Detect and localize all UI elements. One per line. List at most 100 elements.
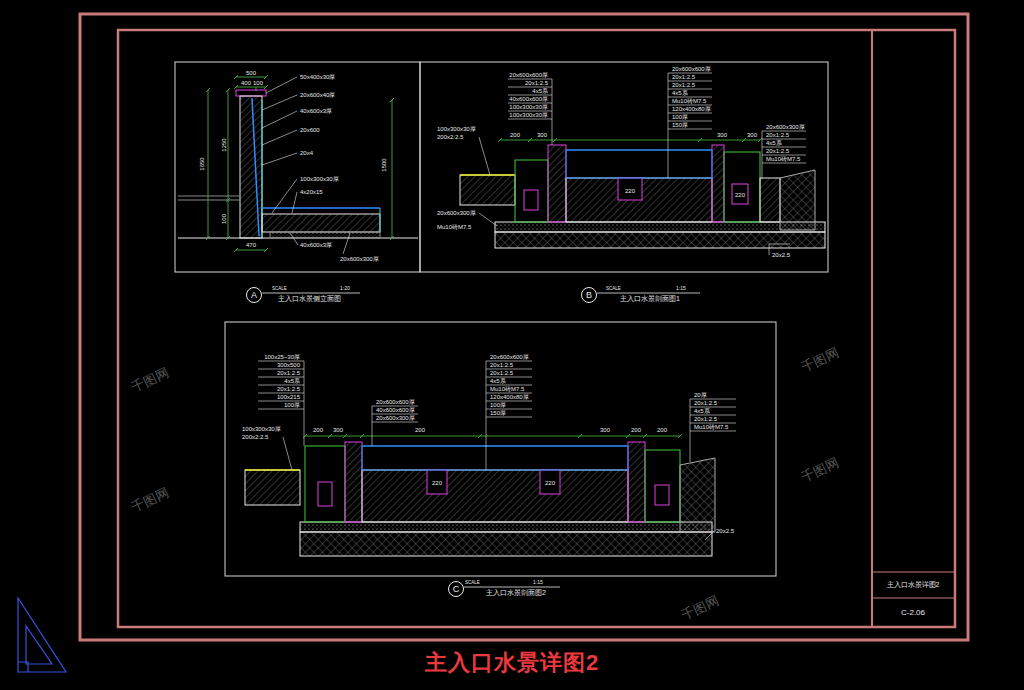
material-callout: 20x2.5 <box>772 252 790 258</box>
material-callout: 100厚 <box>284 402 300 408</box>
view-letter: C <box>453 585 460 594</box>
material-callout: 20x600x300厚 <box>340 256 379 262</box>
material-callout: 40x600x600厚 <box>509 96 548 102</box>
dimension: 300 <box>717 132 727 138</box>
material-callout: 20x1:2.5 <box>277 386 300 392</box>
scale-label: SCALE <box>465 581 480 586</box>
watermark: 千图网 <box>800 346 841 374</box>
view-title: 主入口水景侧立面图 <box>278 295 341 302</box>
watermark: 千图网 <box>130 366 171 394</box>
material-callout: 150厚 <box>672 122 688 128</box>
dimension: 100 <box>221 214 227 224</box>
material-callout: 4x5系 <box>766 140 782 146</box>
material-callout: 20x1:2.5 <box>490 362 513 368</box>
dimension: 200 <box>510 132 520 138</box>
dimension: 300 <box>537 132 547 138</box>
dimension: 200 <box>657 427 667 433</box>
material-callout: 20x600x300厚 <box>437 210 476 216</box>
material-callout: 20x600x300厚 <box>766 124 805 130</box>
view-callout-circle: C <box>448 581 464 597</box>
sheet-frame <box>80 14 968 640</box>
ucs-icon <box>18 598 66 672</box>
material-callout: 4x5系 <box>694 408 710 414</box>
material-callout: 20x1:2.5 <box>490 370 513 376</box>
section-c <box>245 361 736 556</box>
dimension: 400 <box>241 80 251 86</box>
scale-value: 1:20 <box>340 286 350 291</box>
material-callout: 4x5系 <box>284 378 300 384</box>
view-letter: A <box>251 291 257 300</box>
material-callout: 20x1:2.5 <box>277 370 300 376</box>
caption-rule <box>262 293 700 587</box>
material-callout: 20x1:2.5 <box>766 148 789 154</box>
view-title: 主入口水景剖面图1 <box>620 295 680 302</box>
view-title: 主入口水景剖面图2 <box>486 589 546 596</box>
material-callout: 20x600x40厚 <box>300 92 335 98</box>
material-callout: 100x215 <box>277 394 300 400</box>
scale-value: 1:15 <box>533 580 543 585</box>
scale-label: SCALE <box>606 287 621 292</box>
dimension: 100 <box>253 80 263 86</box>
material-callout: 100x300x30厚 <box>242 426 281 432</box>
material-callout: 300x500 <box>277 362 300 368</box>
material-callout: 4x5系 <box>672 90 688 96</box>
scale-value: 1:15 <box>676 286 686 291</box>
scale-label: SCALE <box>272 287 287 292</box>
material-callout: 100厚 <box>490 402 506 408</box>
dimension: 300 <box>747 132 757 138</box>
material-callout: 20x4 <box>300 150 313 156</box>
material-callout: 100x300x30厚 <box>509 104 548 110</box>
material-callout: 40x600x600厚 <box>376 407 415 413</box>
title-block-name: 主入口水景详图2 <box>887 581 940 588</box>
material-callout: 200x2:2.5 <box>437 134 463 140</box>
view-callout-circle: B <box>581 287 597 303</box>
dimension: 200 <box>631 427 641 433</box>
material-callout: 20x600x600厚 <box>490 354 529 360</box>
view-letter: B <box>586 291 592 300</box>
material-callout: 20x600x600厚 <box>376 399 415 405</box>
material-callout: 20x600x600厚 <box>672 66 711 72</box>
dimension: 300 <box>333 427 343 433</box>
material-callout: Mu10砖M7.5 <box>766 156 800 162</box>
material-callout: 50x400x30厚 <box>300 74 335 80</box>
material-callout: 150厚 <box>490 410 506 416</box>
material-callout: 40x600x3厚 <box>300 242 332 248</box>
material-callout: Mu10砖M7.5 <box>490 386 524 392</box>
watermark: 千图网 <box>130 486 171 514</box>
viewport-frame <box>175 62 828 576</box>
material-callout: 20x1:2.5 <box>766 132 789 138</box>
dimension: 220 <box>545 480 555 486</box>
material-callout: 20x1:2.5 <box>525 80 548 86</box>
elevation-a <box>178 75 418 254</box>
sheet-title: 主入口水景详图2 <box>425 652 599 674</box>
dimension: 300 <box>600 427 610 433</box>
material-callout: 40x600x3厚 <box>300 108 332 114</box>
dimension: 1650 <box>199 157 205 170</box>
dimension: 470 <box>246 242 256 248</box>
material-callout: 20x2.5 <box>716 528 734 534</box>
material-callout: 20x600x300厚 <box>376 415 415 421</box>
material-callout: 20x1:2.5 <box>694 416 717 422</box>
material-callout: 20x1:2.5 <box>672 82 695 88</box>
material-callout: 100x300x30厚 <box>437 126 476 132</box>
material-callout: 20x600x600厚 <box>509 72 548 78</box>
material-callout: 120x400x80厚 <box>490 394 529 400</box>
material-callout: 20x1:2.5 <box>672 74 695 80</box>
material-callout: 4x5系 <box>532 88 548 94</box>
material-callout: Mu10砖M7.5 <box>437 224 471 230</box>
dimension: 220 <box>625 188 635 194</box>
dimension: 220 <box>735 192 745 198</box>
sheet-number: C-2.06 <box>901 609 925 617</box>
view-callout-circle: A <box>246 287 262 303</box>
section-b <box>460 73 825 255</box>
material-callout: 100x300x30厚 <box>300 176 339 182</box>
material-callout: 100x25~30厚 <box>264 354 300 360</box>
material-callout: 100x300x30厚 <box>509 112 548 118</box>
watermark: 千图网 <box>800 456 841 484</box>
material-callout: 120x400x80厚 <box>672 106 711 112</box>
material-callout: Mu10砖M7.5 <box>672 98 706 104</box>
material-callout: 4x20x15 <box>300 189 323 195</box>
dimension: 500 <box>246 70 256 76</box>
